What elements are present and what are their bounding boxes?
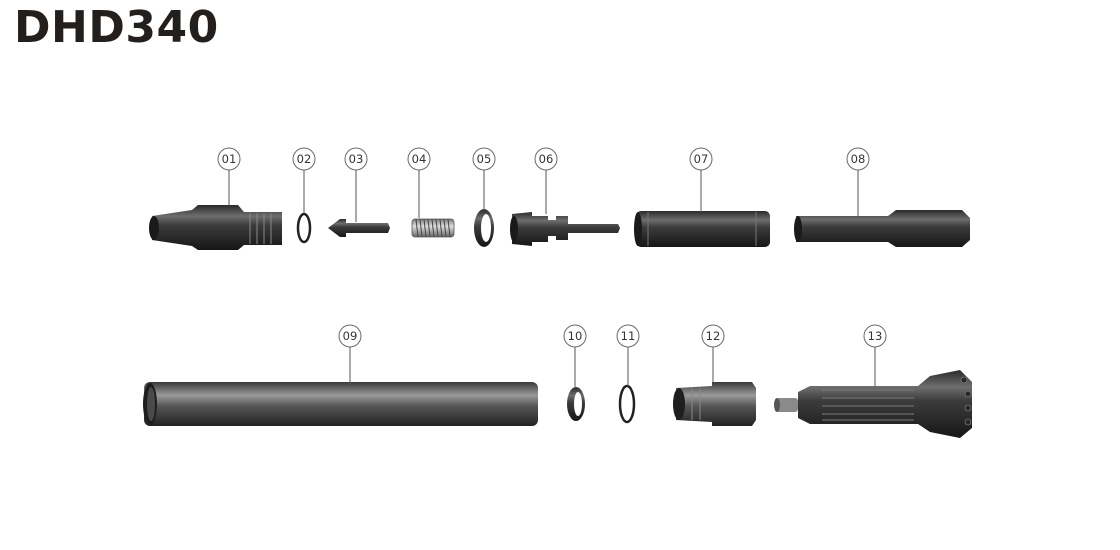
part-02-o-ring bbox=[296, 212, 312, 244]
callout-circle bbox=[534, 147, 558, 171]
callout-circle bbox=[472, 147, 496, 171]
callout-circle bbox=[689, 147, 713, 171]
callout-label: 11 bbox=[621, 329, 636, 343]
part-09-outer-cylinder bbox=[143, 382, 538, 426]
callout-05: 05 bbox=[472, 147, 496, 210]
page-title: DHD340 bbox=[14, 2, 219, 53]
callout-label: 08 bbox=[851, 152, 866, 166]
callout-circle bbox=[217, 147, 241, 171]
callout-label: 07 bbox=[694, 152, 709, 166]
part-01-top-sub bbox=[149, 205, 282, 250]
part-11-o-ring bbox=[618, 384, 636, 424]
part-13-drill-bit bbox=[774, 370, 972, 438]
callout-01: 01 bbox=[217, 147, 241, 205]
callout-label: 02 bbox=[297, 152, 312, 166]
callout-09: 09 bbox=[338, 324, 362, 384]
callout-label: 09 bbox=[343, 329, 358, 343]
part-05-ring bbox=[474, 209, 494, 247]
callout-13: 13 bbox=[863, 324, 887, 386]
part-03-check-valve bbox=[328, 219, 390, 237]
callout-circle bbox=[563, 324, 587, 348]
callout-circle bbox=[338, 324, 362, 348]
callout-label: 13 bbox=[868, 329, 883, 343]
callout-label: 03 bbox=[349, 152, 364, 166]
callout-circle bbox=[407, 147, 431, 171]
part-08-piston bbox=[794, 210, 970, 247]
callout-10: 10 bbox=[563, 324, 587, 388]
callout-circle bbox=[616, 324, 640, 348]
callout-label: 05 bbox=[477, 152, 492, 166]
callout-03: 03 bbox=[344, 147, 368, 222]
callout-label: 01 bbox=[222, 152, 237, 166]
callout-circle bbox=[701, 324, 725, 348]
part-07-inner-cylinder bbox=[634, 211, 770, 247]
callout-11: 11 bbox=[616, 324, 640, 386]
callout-circle bbox=[344, 147, 368, 171]
part-06-air-distributor bbox=[510, 212, 620, 246]
callout-02: 02 bbox=[292, 147, 316, 213]
callout-07: 07 bbox=[689, 147, 713, 212]
part-04-spring bbox=[411, 218, 455, 238]
callout-06: 06 bbox=[534, 147, 558, 214]
callout-label: 06 bbox=[539, 152, 554, 166]
callout-08: 08 bbox=[846, 147, 870, 216]
callout-04: 04 bbox=[407, 147, 431, 218]
part-callouts: 01 02 03 04 05 06 07 08 09 10 11 12 13 bbox=[217, 147, 887, 388]
callout-label: 12 bbox=[706, 329, 721, 343]
callout-label: 10 bbox=[568, 329, 583, 343]
callout-circle bbox=[292, 147, 316, 171]
callout-circle bbox=[863, 324, 887, 348]
callout-circle bbox=[846, 147, 870, 171]
callout-12: 12 bbox=[701, 324, 725, 383]
callout-label: 04 bbox=[412, 152, 427, 166]
part-10-ring bbox=[567, 387, 585, 421]
part-12-driver-chuck bbox=[673, 382, 756, 426]
